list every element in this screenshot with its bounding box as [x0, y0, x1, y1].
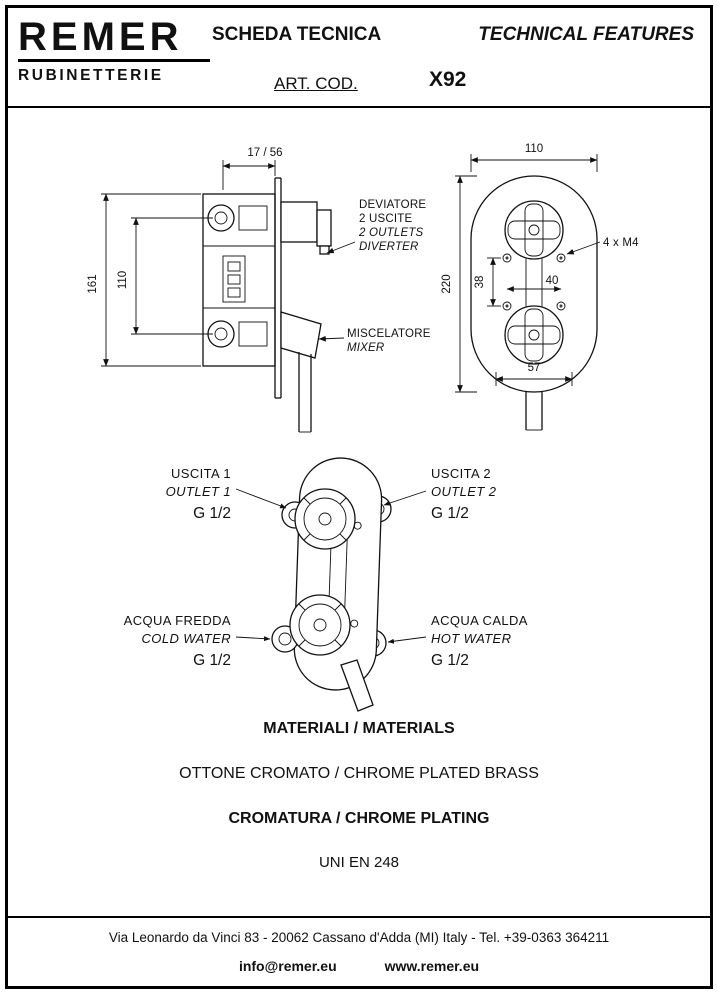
dim-screw-vertical: 38	[474, 257, 501, 307]
plating-standard: UNI EN 248	[318, 854, 400, 871]
logo-wordmark: REMER	[18, 16, 210, 62]
cold-line1: ACQUA FREDDA	[124, 613, 231, 628]
title-technical-features: TECHNICAL FEATURES	[478, 24, 694, 45]
materials-title: MATERIALI / MATERIALS	[263, 720, 455, 737]
knob-top	[294, 488, 356, 550]
remer-logo: REMER RUBINETTERIE	[18, 16, 210, 85]
diverter-label-line4: DIVERTER	[359, 241, 419, 253]
outlet1-line1: USCITA 1	[171, 466, 231, 481]
outlet2-line2: OUTLET 2	[431, 484, 497, 499]
title-scheda-tecnica: SCHEDA TECNICA	[212, 24, 382, 45]
outlet1-label: USCITA 1 OUTLET 1 G 1/2	[166, 466, 287, 522]
outlet1-line2: OUTLET 1	[166, 484, 231, 499]
outlet2-line1: USCITA 2	[431, 466, 491, 481]
screws-label-text: 4 x M4	[603, 237, 639, 249]
dim-width-text: 110	[525, 143, 543, 155]
art-cod-label: ART. COD.	[274, 74, 358, 93]
footer-website: www.remer.eu	[384, 958, 480, 974]
art-cod-value: X92	[429, 68, 467, 91]
footer-address: Via Leonardo da Vinci 83 - 20062 Cassano…	[108, 930, 610, 945]
header: REMER RUBINETTERIE SCHEDA TECNICA TECHNI…	[8, 8, 710, 108]
diverter-label-line3: 2 OUTLETS	[358, 227, 424, 239]
diverter-label: DEVIATORE 2 USCITE 2 OUTLETS DIVERTER	[326, 199, 426, 254]
footer-links: info@remer.eu www.remer.eu	[8, 958, 710, 974]
diverter-label-line2: 2 USCITE	[359, 213, 412, 225]
hot-line2: HOT WATER	[431, 631, 511, 646]
outlet-pipe	[340, 659, 374, 712]
screw-holes	[502, 253, 566, 311]
dim-height-inner-text: 110	[117, 271, 129, 289]
footer-email: info@remer.eu	[238, 958, 337, 974]
knob-bottom	[289, 594, 351, 656]
connection-view-drawing: USCITA 1 OUTLET 1 G 1/2 USCITA 2 OUTLET …	[124, 457, 528, 712]
cold-line3: G 1/2	[193, 652, 231, 669]
dim-body-width: 57	[495, 362, 573, 386]
dim-height-text: 220	[441, 274, 453, 293]
capsule-outline	[470, 175, 598, 393]
cold-water-label: ACQUA FREDDA COLD WATER G 1/2	[124, 613, 271, 669]
dim-height-outer: 161	[87, 193, 201, 367]
dim-depth: 17 / 56	[222, 147, 283, 190]
mixer-label-line1: MISCELATORE	[347, 328, 431, 340]
hot-water-label: ACQUA CALDA HOT WATER G 1/2	[387, 613, 528, 669]
dim-height: 220	[441, 175, 477, 393]
dim-height-outer-text: 161	[87, 274, 99, 293]
bottom-pipe	[525, 391, 543, 431]
wall-plate	[274, 177, 282, 399]
mixer-label: MISCELATORE MIXER	[318, 328, 431, 354]
leader-line	[326, 241, 356, 254]
handle-bottom	[504, 305, 564, 365]
footer-divider	[8, 916, 710, 918]
leader-line	[383, 490, 427, 506]
leader-line	[566, 241, 601, 255]
dim-screw-horizontal: 40	[506, 275, 562, 292]
valve-body	[202, 193, 276, 367]
diverter-label-line1: DEVIATORE	[359, 199, 426, 211]
dim-depth-text: 17 / 56	[247, 147, 282, 159]
dim-screw-vertical-text: 38	[474, 276, 486, 289]
outlet1-line3: G 1/2	[193, 505, 231, 522]
hot-line1: ACQUA CALDA	[431, 613, 528, 628]
logo-subtitle: RUBINETTERIE	[18, 67, 164, 84]
leader-line	[235, 636, 271, 642]
screws-label: 4 x M4	[566, 237, 639, 255]
outlet2-label: USCITA 2 OUTLET 2 G 1/2	[383, 466, 497, 522]
side-view-drawing: 17 / 56 161 110 DEVIATORE 2 USCITE 2 OUT…	[87, 147, 430, 433]
leader-line	[387, 636, 427, 644]
leader-line	[235, 488, 287, 509]
dim-height-inner: 110	[117, 217, 213, 335]
dim-screw-horizontal-text: 40	[546, 275, 559, 287]
mixer-label-line2: MIXER	[347, 342, 384, 354]
datasheet-page: REMER RUBINETTERIE SCHEDA TECNICA TECHNI…	[5, 5, 713, 989]
hot-line3: G 1/2	[431, 652, 469, 669]
mixer-knob	[280, 311, 322, 359]
diverter-knob	[280, 201, 332, 255]
handle-top	[504, 200, 564, 260]
dim-body-width-text: 57	[528, 362, 541, 374]
plating-title: CROMATURA / CHROME PLATING	[228, 810, 490, 827]
front-view-drawing: 110 220 4 x M4 38 40	[441, 143, 639, 431]
outlet-pipe	[298, 352, 312, 433]
cold-line2: COLD WATER	[142, 631, 231, 646]
outlet2-line3: G 1/2	[431, 505, 469, 522]
leader-line	[318, 335, 345, 342]
dim-width: 110	[470, 143, 598, 172]
materials-value: OTTONE CROMATO / CHROME PLATED BRASS	[179, 765, 539, 782]
